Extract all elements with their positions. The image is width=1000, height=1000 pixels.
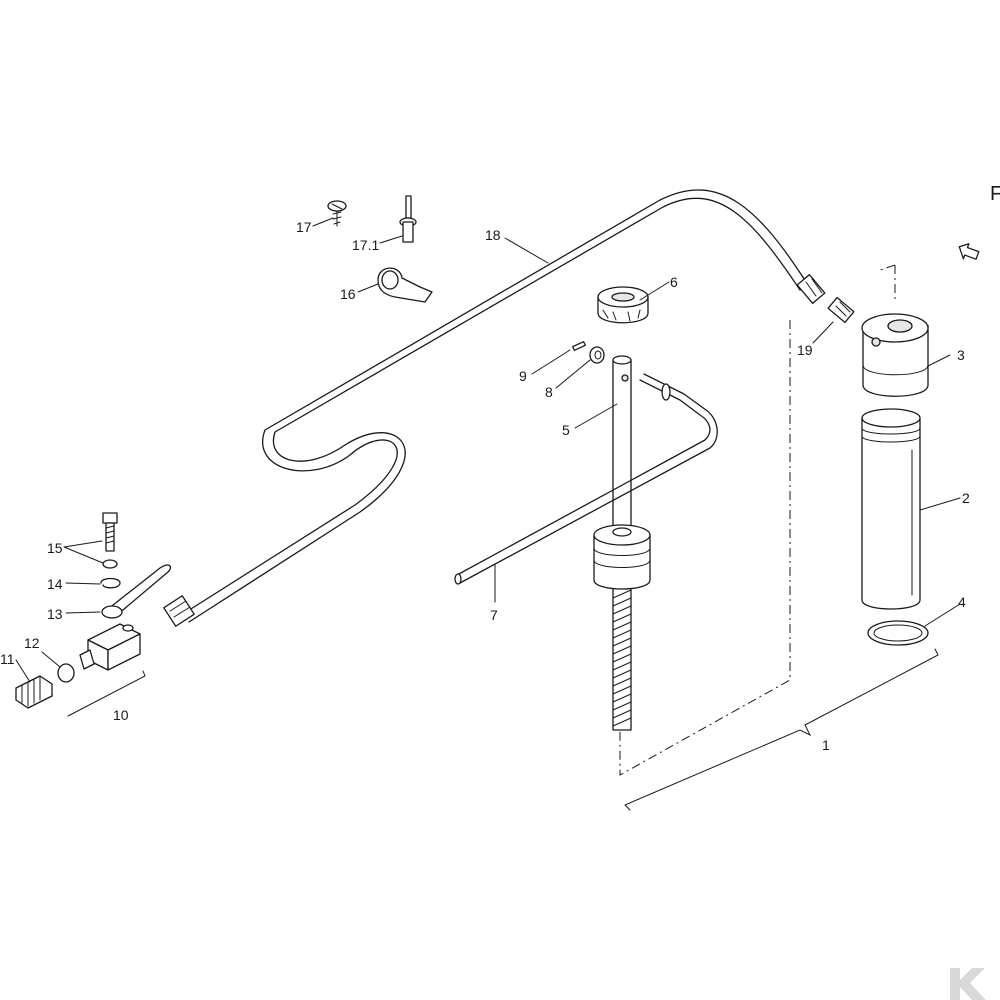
callout-12: 12 bbox=[24, 635, 40, 651]
ball-valve-10 bbox=[79, 623, 141, 671]
callout-4: 4 bbox=[958, 594, 966, 610]
assembly-boundary bbox=[619, 264, 896, 776]
cylinder-tube-2 bbox=[861, 408, 921, 610]
hose-18 bbox=[163, 189, 826, 627]
callout-17: 17 bbox=[296, 219, 312, 235]
callout-15: 15 bbox=[47, 540, 63, 556]
callout-18: 18 bbox=[485, 227, 501, 243]
o-ring-12 bbox=[57, 663, 75, 683]
handle-13 bbox=[101, 564, 172, 619]
callout-10: 10 bbox=[113, 707, 129, 723]
washer-15 bbox=[102, 559, 118, 569]
seal-6 bbox=[597, 286, 649, 324]
callout-3: 3 bbox=[957, 347, 965, 363]
callout-2: 2 bbox=[962, 490, 970, 506]
leader-lines bbox=[15, 217, 961, 811]
view-marker-label: F bbox=[990, 183, 1000, 205]
pin-9 bbox=[572, 341, 586, 351]
callout-9: 9 bbox=[519, 368, 527, 384]
callout-17-1: 17.1 bbox=[352, 237, 379, 253]
hose-fitting-left bbox=[163, 595, 195, 627]
callout-6: 6 bbox=[670, 274, 678, 290]
callout-14: 14 bbox=[47, 576, 63, 592]
callout-16: 16 bbox=[340, 286, 356, 302]
clip-16 bbox=[377, 267, 433, 303]
snap-ring-4 bbox=[867, 620, 929, 646]
callout-13: 13 bbox=[47, 606, 63, 622]
brand-logo-icon bbox=[950, 968, 986, 1000]
screw-17 bbox=[327, 200, 347, 227]
piston-seals bbox=[593, 524, 651, 590]
callout-19: 19 bbox=[797, 342, 813, 358]
bolt-15 bbox=[102, 512, 118, 552]
callout-1: 1 bbox=[822, 737, 830, 753]
hose-fitting-right bbox=[796, 274, 826, 304]
cylinder-head-3 bbox=[861, 313, 929, 397]
fitting-19 bbox=[827, 296, 855, 324]
lock-washer-14 bbox=[100, 577, 121, 589]
rivet-17-1 bbox=[399, 195, 417, 243]
rod-7 bbox=[454, 373, 718, 585]
washer-8 bbox=[589, 346, 605, 364]
callout-8: 8 bbox=[545, 384, 553, 400]
view-direction-arrow-icon bbox=[958, 243, 980, 260]
callout-7: 7 bbox=[490, 607, 498, 623]
callout-11: 11 bbox=[0, 651, 15, 667]
callout-5: 5 bbox=[562, 422, 570, 438]
adapter-11 bbox=[15, 675, 53, 709]
